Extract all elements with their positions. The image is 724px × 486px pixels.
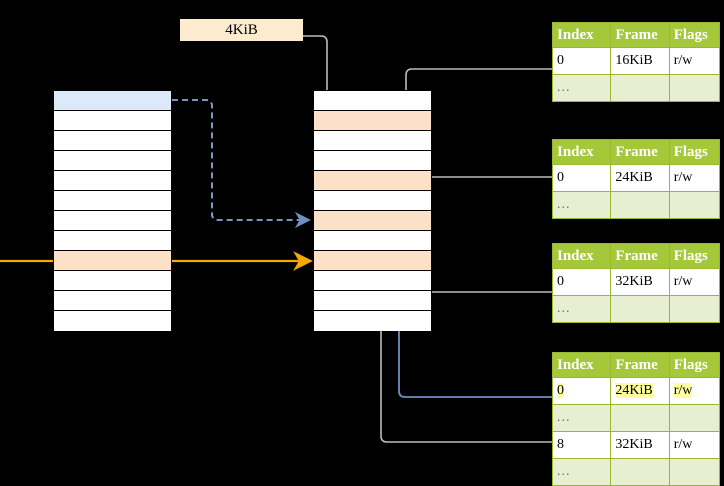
column-header-index: Index: [551, 139, 612, 165]
table-cell: [610, 404, 670, 432]
table-row: ...: [551, 295, 721, 323]
table-cell: r/w: [668, 164, 721, 192]
table-cell: [668, 458, 721, 486]
page-directory-row: [54, 191, 171, 211]
table-cell: 0: [551, 164, 612, 192]
table-cell: 16KiB: [610, 47, 670, 75]
page-table-row: [314, 311, 431, 331]
table-cell: 0: [551, 47, 612, 75]
table-cell: 8: [551, 431, 612, 459]
table-cell: ...: [551, 74, 612, 102]
column-header-index: Index: [551, 22, 612, 48]
column-header-frame: Frame: [610, 352, 670, 378]
page-table-row: [314, 91, 431, 111]
column-header-frame: Frame: [610, 22, 670, 48]
table-cell: 32KiB: [610, 431, 670, 459]
page-directory-row: [54, 251, 171, 271]
table-row: ...: [551, 191, 721, 219]
table-cell: 32KiB: [610, 268, 670, 296]
link-desc3-to-pagetable: [410, 258, 552, 293]
column-header-index: Index: [551, 352, 612, 378]
table-cell: [610, 295, 670, 323]
table-cell: [610, 74, 670, 102]
table-cell: r/w: [668, 431, 721, 459]
page-directory-row: [54, 271, 171, 291]
table-cell: [668, 191, 721, 219]
column-header-flags: Flags: [668, 352, 721, 378]
page-directory-row: [54, 151, 171, 171]
table-cell: [668, 295, 721, 323]
column-header-frame: Frame: [610, 139, 670, 165]
page-table-row: [314, 111, 431, 131]
table-cell: 0: [551, 377, 612, 405]
page-table-row: [314, 231, 431, 251]
table-cell: r/w: [668, 377, 721, 405]
table-row: ...: [551, 458, 721, 486]
page-table-row: [314, 171, 431, 191]
page-directory-row: [54, 291, 171, 311]
column-header-flags: Flags: [668, 22, 721, 48]
page-table-row: [314, 271, 431, 291]
page-directory-row: [54, 111, 171, 131]
column-header-flags: Flags: [668, 139, 721, 165]
link-desc2-to-pagetable: [410, 176, 552, 214]
page-directory-row: [54, 211, 171, 231]
link-directory-to-pagetable-dashed: [172, 99, 312, 229]
page-directory-table: [53, 90, 172, 331]
page-table-row: [314, 151, 431, 171]
table-cell: ...: [551, 295, 612, 323]
table-row: ...: [551, 404, 721, 432]
link-pagetable-to-desc4-row8: [380, 330, 552, 443]
page-table-table: [313, 90, 432, 331]
table-cell: r/w: [668, 47, 721, 75]
table-cell: [610, 191, 670, 219]
table-cell: ...: [551, 404, 612, 432]
offset-label: 4KiB: [180, 19, 303, 41]
page-table-row: [314, 191, 431, 211]
page-directory-row: [54, 231, 171, 251]
column-header-frame: Frame: [610, 243, 670, 269]
table-cell: 24KiB: [610, 377, 670, 405]
table-cell: r/w: [668, 268, 721, 296]
table-cell: [668, 74, 721, 102]
page-table-row: [314, 131, 431, 151]
table-row: ...: [551, 74, 721, 102]
page-table-row: [314, 251, 431, 271]
table-cell: [610, 458, 670, 486]
page-directory-row: [54, 91, 171, 111]
page-table-row: [314, 291, 431, 311]
page-directory-row: [54, 171, 171, 191]
page-directory-row: [54, 131, 171, 151]
page-table-row: [314, 211, 431, 231]
table-cell: ...: [551, 458, 612, 486]
column-header-flags: Flags: [668, 243, 721, 269]
column-header-index: Index: [551, 243, 612, 269]
table-cell: ...: [551, 191, 612, 219]
table-cell: 24KiB: [610, 164, 670, 192]
table-cell: 0: [551, 268, 612, 296]
page-directory-row: [54, 311, 171, 331]
table-cell: [668, 404, 721, 432]
